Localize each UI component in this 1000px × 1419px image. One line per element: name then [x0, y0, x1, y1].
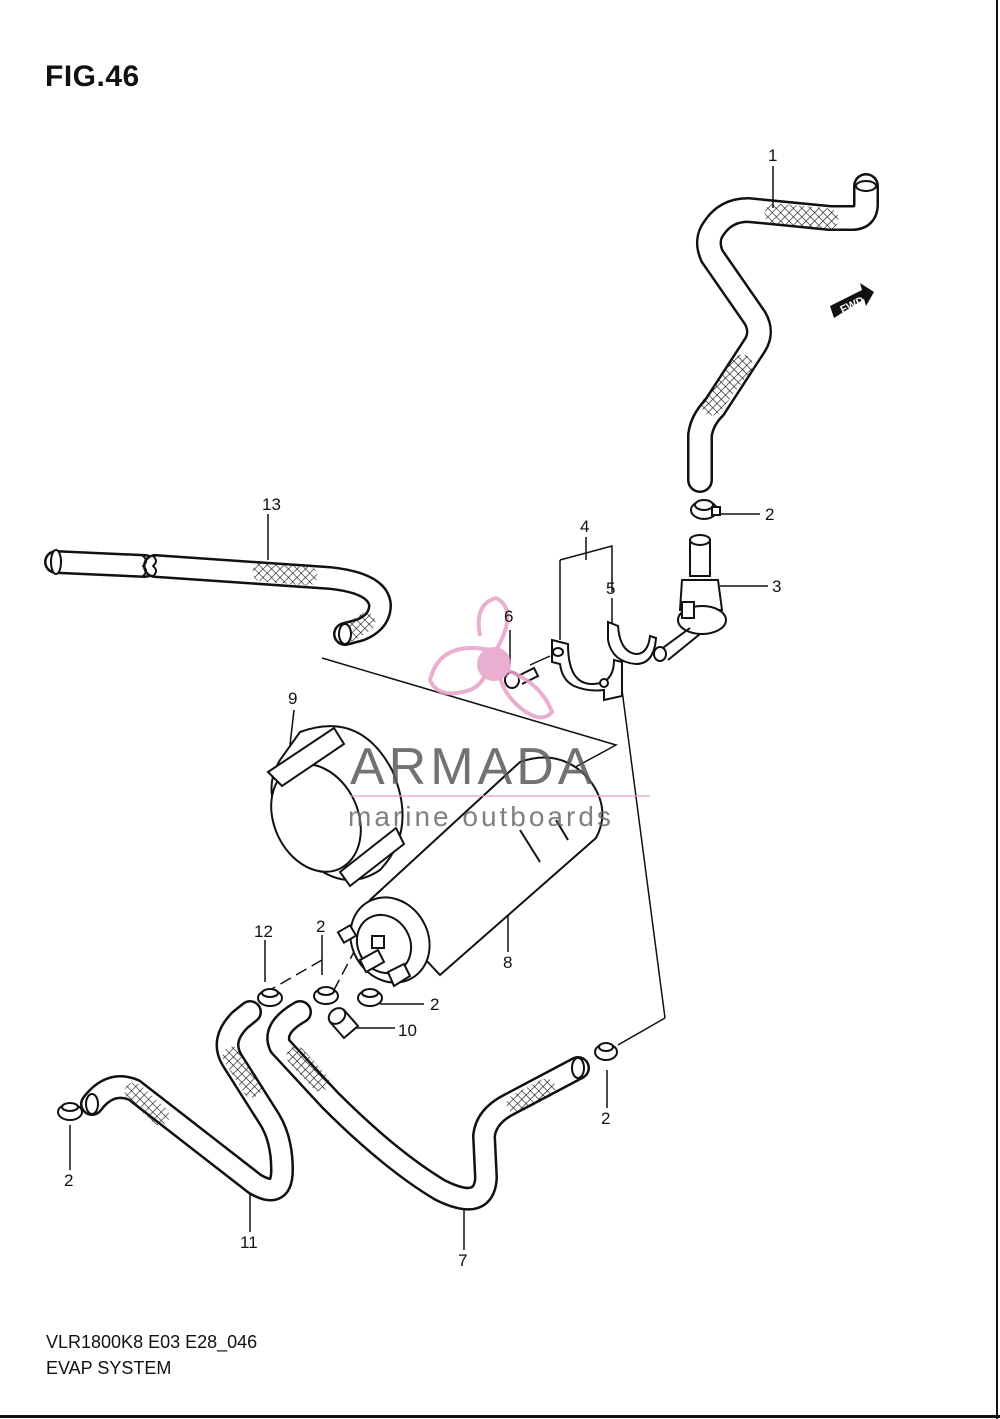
frame-right-border	[996, 0, 998, 1419]
frame-bottom-border	[0, 1415, 1000, 1418]
callout-5: 5	[606, 579, 615, 598]
callout-11: 11	[240, 1233, 258, 1252]
callout-3: 3	[772, 577, 781, 596]
bracket-part-5	[607, 620, 658, 666]
clamp-part-2-right	[357, 988, 383, 1007]
callout-2-far-right: 2	[601, 1109, 610, 1128]
callout-6: 6	[504, 607, 513, 626]
callout-9: 9	[288, 689, 297, 708]
bracket-part-4	[551, 638, 623, 702]
watermark-brand: ARMADA	[350, 738, 596, 796]
propeller-logo-icon	[427, 595, 555, 720]
hose-part-13	[44, 549, 392, 646]
canister-part-8	[336, 756, 604, 988]
callout-2-mid: 2	[316, 917, 325, 936]
callout-10: 10	[398, 1021, 417, 1040]
callout-4: 4	[580, 517, 589, 536]
valve-part-3	[653, 534, 727, 662]
holder-part-9	[266, 725, 406, 888]
section-name: EVAP SYSTEM	[46, 1358, 172, 1378]
callout-2: 2	[765, 505, 774, 524]
clamp-part-2-far-left	[57, 1102, 83, 1121]
leader-lines	[69, 166, 774, 1250]
watermark-tagline: marine outboards	[348, 801, 614, 832]
callout-12: 12	[254, 922, 273, 941]
model-code: VLR1800K8 E03 E28_046	[46, 1332, 258, 1352]
hose-part-11	[80, 1000, 294, 1202]
callout-8: 8	[503, 953, 512, 972]
figure-title: FIG.46	[45, 60, 140, 93]
clamp-part-2-mid	[313, 986, 339, 1005]
clamp-part-2-left	[257, 988, 283, 1007]
clamp-part-2-far-right	[594, 1042, 618, 1061]
callout-1: 1	[768, 146, 777, 165]
clamp-part-2-top	[690, 499, 721, 520]
callout-2-far-left: 2	[64, 1171, 73, 1190]
callout-2-right: 2	[430, 995, 439, 1014]
hose-part-1	[687, 173, 879, 493]
cap-part-10	[327, 1007, 360, 1040]
watermark: ARMADA marine outboards	[348, 595, 650, 832]
callout-13: 13	[262, 495, 281, 514]
fwd-label: FWD	[839, 295, 867, 316]
callout-labels: 1 2 3 4 5 6 13 9 8 12 2 2 10 2 2 11 7	[64, 146, 781, 1270]
hose-part-7	[266, 1000, 590, 1211]
callout-7: 7	[458, 1251, 467, 1270]
forward-arrow-icon: FWD	[830, 283, 874, 318]
